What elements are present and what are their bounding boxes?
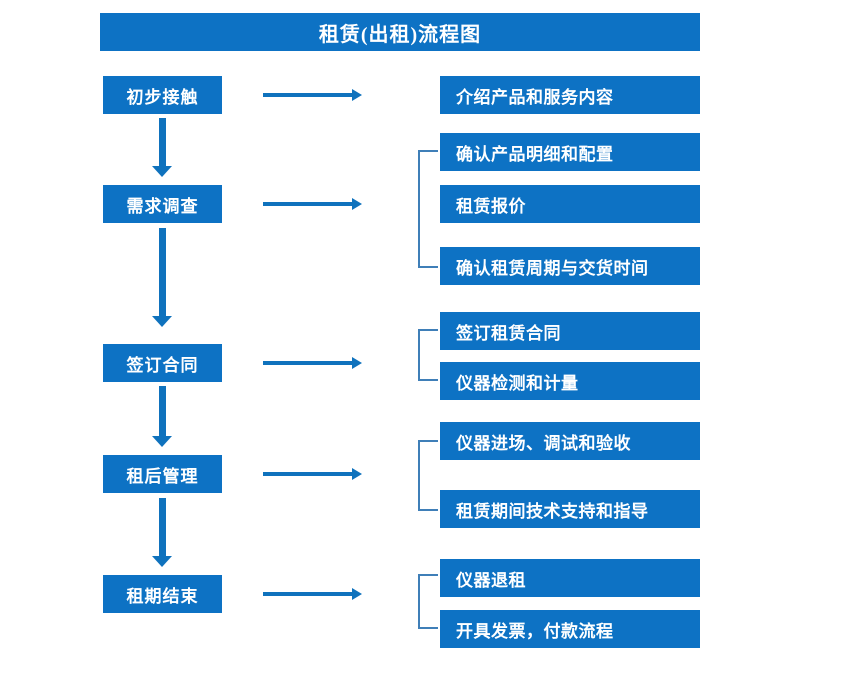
stage-2-detail-arrow-line bbox=[263, 202, 353, 206]
detail-box-6[interactable]: 仪器检测和计量 bbox=[440, 362, 700, 400]
stage-connector-1-2-shaft bbox=[159, 118, 166, 166]
group-bracket-end bbox=[418, 574, 438, 629]
detail-box-10[interactable]: 开具发票，付款流程 bbox=[440, 610, 700, 648]
detail-box-3[interactable]: 租赁报价 bbox=[440, 185, 700, 223]
group-bracket-needs bbox=[418, 150, 438, 268]
group-bracket-contract bbox=[418, 329, 438, 381]
stage-4-detail-arrow-line bbox=[263, 472, 353, 476]
stage-box-1[interactable]: 初步接触 bbox=[103, 76, 222, 114]
detail-box-1[interactable]: 介绍产品和服务内容 bbox=[440, 76, 700, 114]
detail-box-4[interactable]: 确认租赁周期与交货时间 bbox=[440, 247, 700, 285]
stage-1-detail-arrow-head bbox=[352, 89, 362, 101]
flowchart-title: 租赁(出租)流程图 bbox=[100, 13, 700, 51]
stage-5-detail-arrow-line bbox=[263, 592, 353, 596]
stage-connector-4-5-head bbox=[152, 556, 172, 567]
detail-box-5[interactable]: 签订租赁合同 bbox=[440, 312, 700, 350]
stage-connector-3-4-shaft bbox=[159, 386, 166, 436]
stage-box-4[interactable]: 租后管理 bbox=[103, 455, 222, 493]
stage-4-detail-arrow-head bbox=[352, 468, 362, 480]
stage-2-detail-arrow-head bbox=[352, 198, 362, 210]
stage-5-detail-arrow-head bbox=[352, 588, 362, 600]
stage-connector-3-4-head bbox=[152, 436, 172, 447]
stage-3-detail-arrow-line bbox=[263, 361, 353, 365]
detail-box-9[interactable]: 仪器退租 bbox=[440, 559, 700, 597]
stage-connector-4-5-shaft bbox=[159, 498, 166, 556]
stage-1-detail-arrow-line bbox=[263, 93, 353, 97]
stage-box-5[interactable]: 租期结束 bbox=[103, 575, 222, 613]
stage-box-2[interactable]: 需求调查 bbox=[103, 185, 222, 223]
detail-box-2[interactable]: 确认产品明细和配置 bbox=[440, 133, 700, 171]
stage-connector-2-3-shaft bbox=[159, 228, 166, 316]
group-bracket-management bbox=[418, 440, 438, 511]
stage-3-detail-arrow-head bbox=[352, 357, 362, 369]
detail-box-7[interactable]: 仪器进场、调试和验收 bbox=[440, 422, 700, 460]
stage-box-3[interactable]: 签订合同 bbox=[103, 344, 222, 382]
detail-box-8[interactable]: 租赁期间技术支持和指导 bbox=[440, 490, 700, 528]
stage-connector-2-3-head bbox=[152, 316, 172, 327]
stage-connector-1-2-head bbox=[152, 166, 172, 177]
